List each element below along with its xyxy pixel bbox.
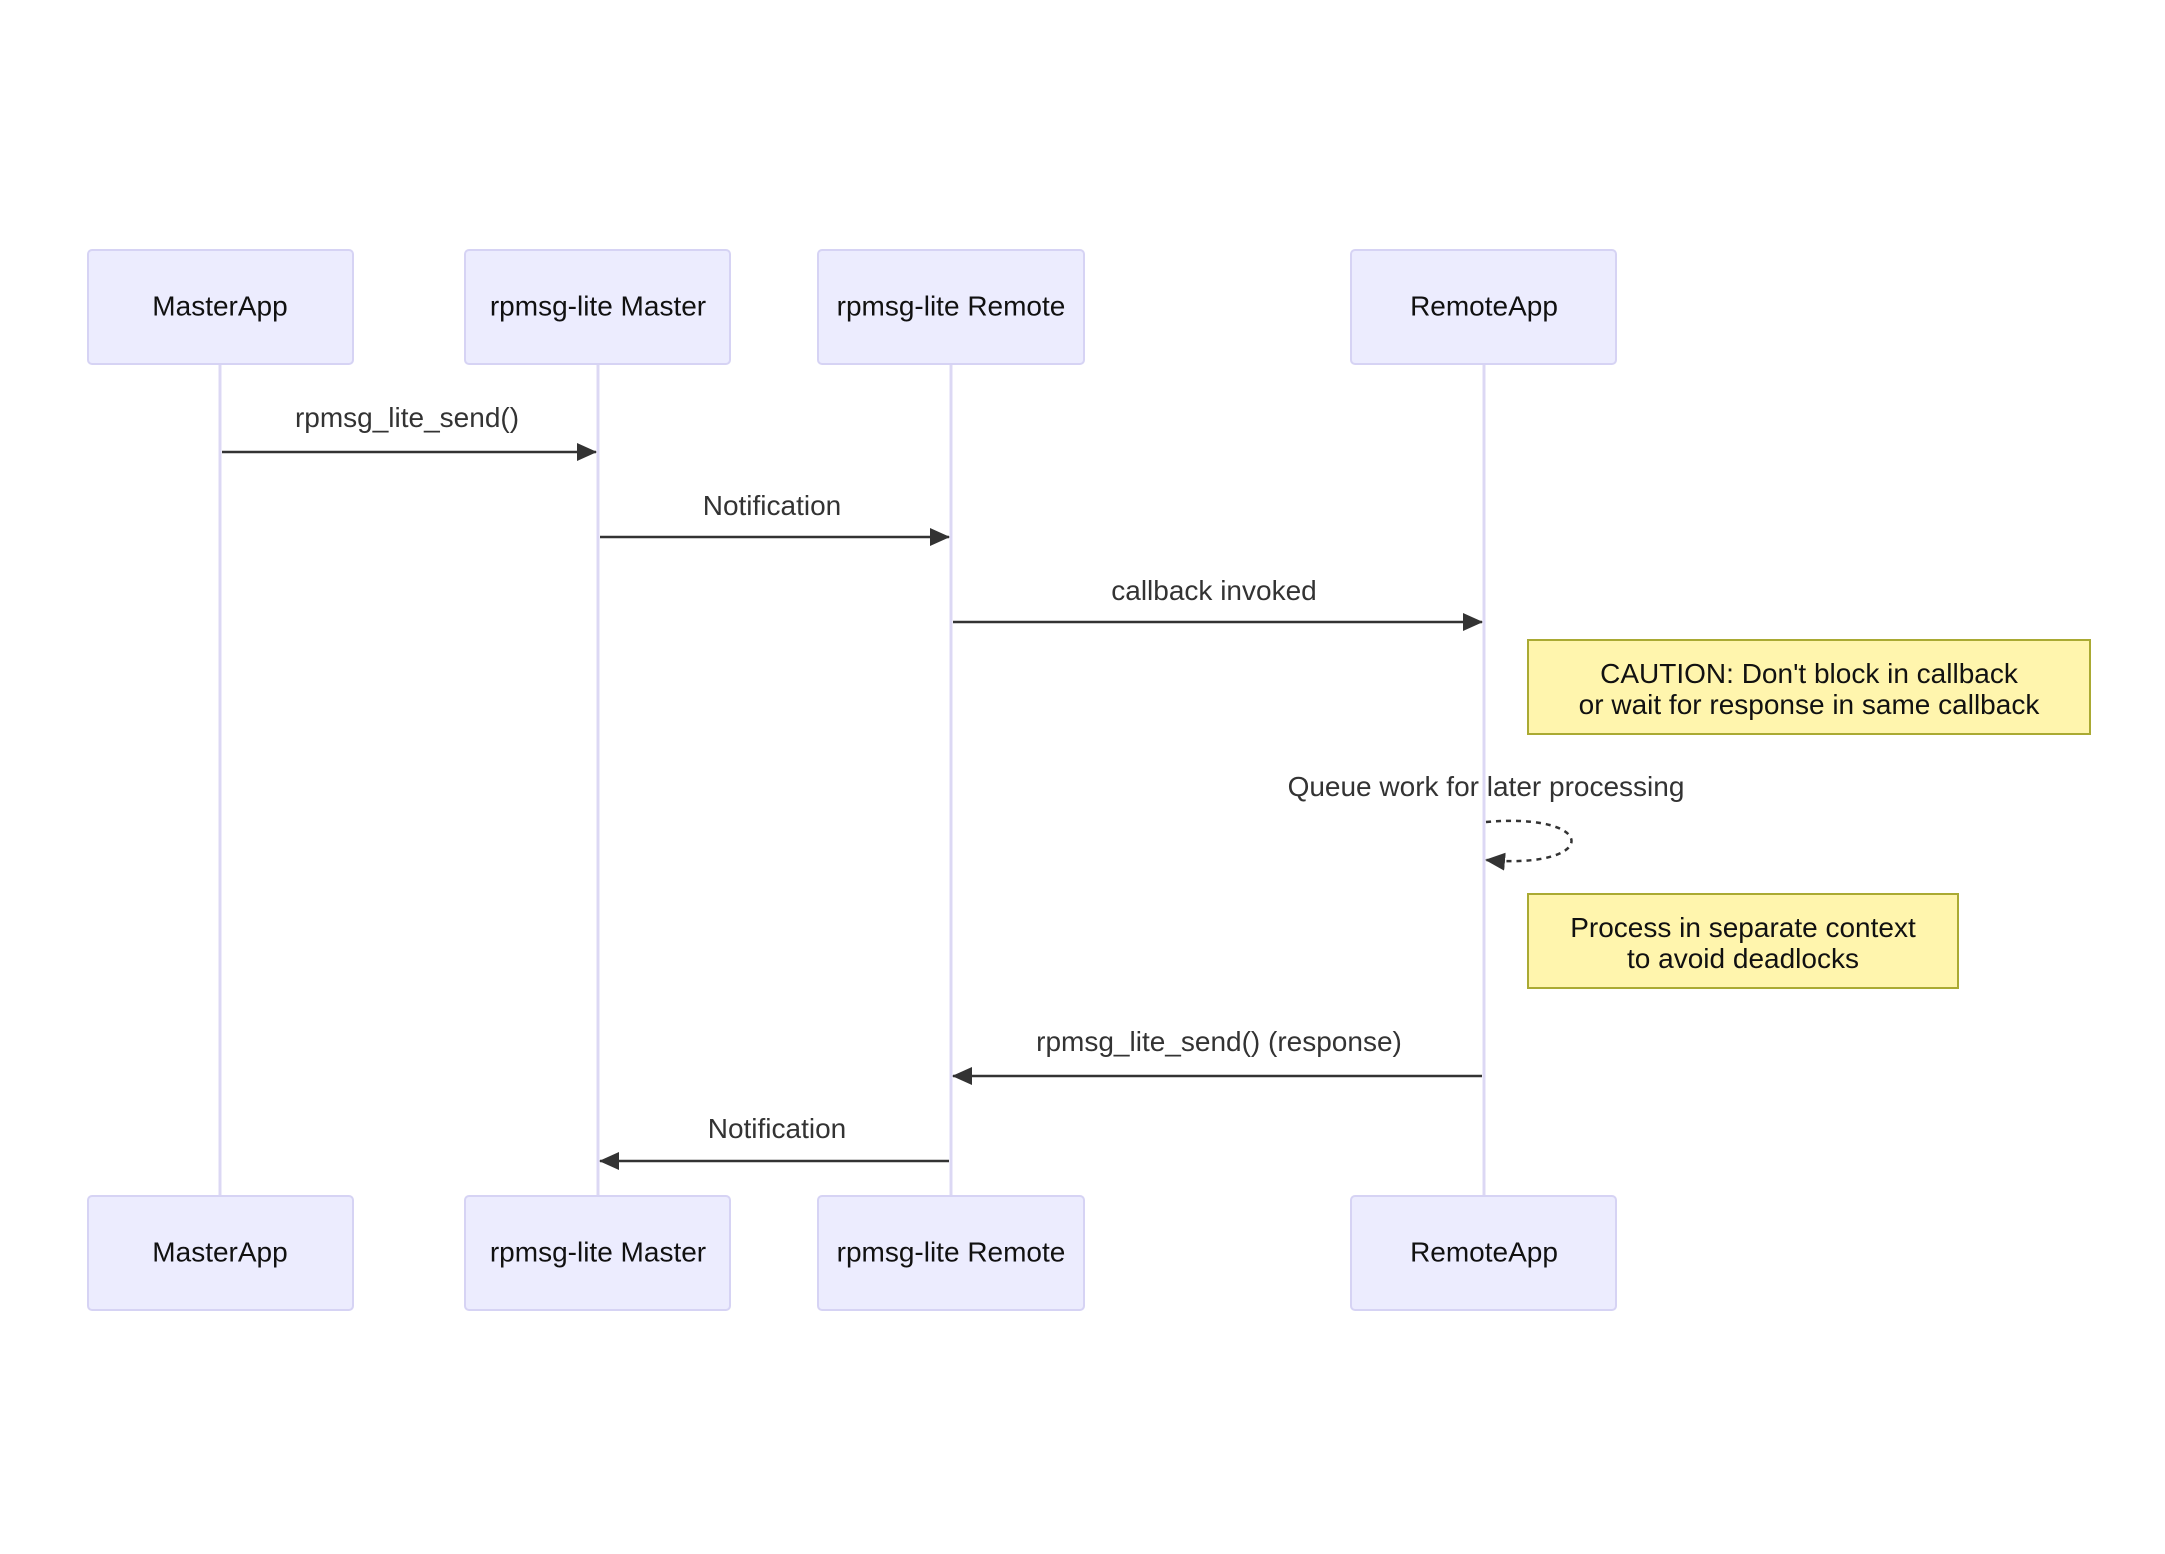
note-line: to avoid deadlocks	[1627, 943, 1859, 974]
actor-remoteapp-bottom[interactable]: RemoteApp	[1350, 1195, 1617, 1311]
actor-label: MasterApp	[152, 1236, 287, 1267]
actor-masterapp-top[interactable]: MasterApp	[87, 249, 354, 365]
actor-rpmsg-master-top[interactable]: rpmsg-lite Master	[464, 249, 731, 365]
note-line: or wait for response in same callback	[1579, 689, 2041, 720]
actor-label: rpmsg-lite Remote	[837, 1236, 1066, 1267]
message-label: rpmsg_lite_send()	[295, 402, 519, 433]
note-caution: CAUTION: Don't block in callback or wait…	[1527, 639, 2091, 735]
message-label: Notification	[703, 490, 842, 521]
actor-masterapp-bottom[interactable]: MasterApp	[87, 1195, 354, 1311]
actor-rpmsg-remote-top[interactable]: rpmsg-lite Remote	[817, 249, 1085, 365]
actor-label: RemoteApp	[1410, 290, 1558, 321]
message-label: rpmsg_lite_send() (response)	[1036, 1026, 1402, 1057]
note-line: Process in separate context	[1570, 912, 1916, 943]
actor-remoteapp-top[interactable]: RemoteApp	[1350, 249, 1617, 365]
note-separate-context: Process in separate context to avoid dea…	[1527, 893, 1959, 989]
message-label: Notification	[708, 1113, 847, 1144]
actor-rpmsg-master-bottom[interactable]: rpmsg-lite Master	[464, 1195, 731, 1311]
message-label: callback invoked	[1111, 575, 1316, 606]
note-line: CAUTION: Don't block in callback	[1600, 658, 2019, 689]
actor-rpmsg-remote-bottom[interactable]: rpmsg-lite Remote	[817, 1195, 1085, 1311]
actor-label: RemoteApp	[1410, 1236, 1558, 1267]
self-message-arrow	[1485, 819, 1573, 871]
actor-label: rpmsg-lite Master	[490, 1236, 706, 1267]
actor-label: MasterApp	[152, 290, 287, 321]
message-label: Queue work for later processing	[1288, 771, 1685, 802]
actor-label: rpmsg-lite Master	[490, 290, 706, 321]
actor-label: rpmsg-lite Remote	[837, 290, 1066, 321]
